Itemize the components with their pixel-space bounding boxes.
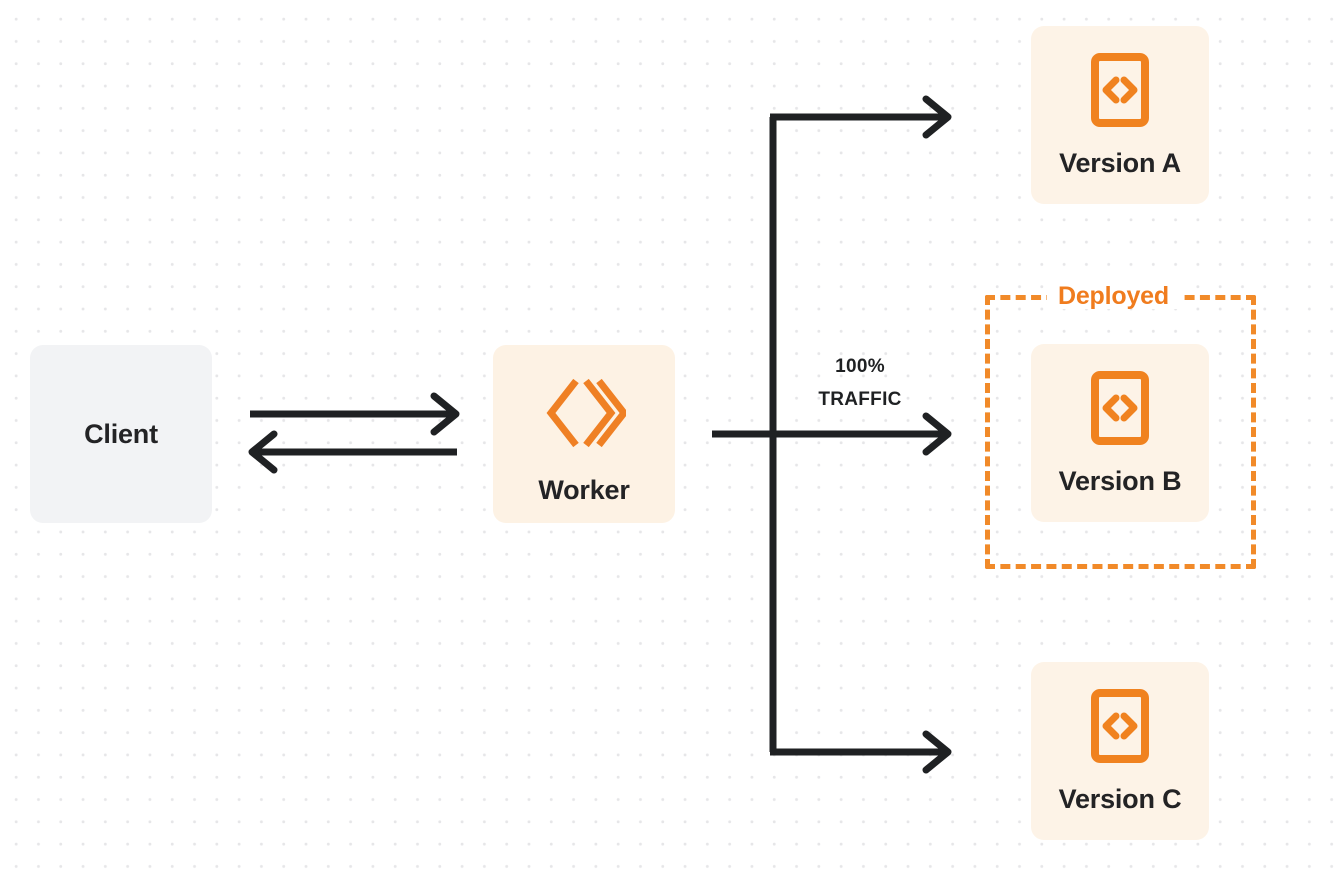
node-version-c[interactable]: Version C	[1031, 662, 1209, 840]
traffic-percentage-label: 100% TRAFFIC	[790, 350, 930, 416]
code-brackets-document-icon	[1090, 52, 1150, 128]
traffic-percent-value: 100%	[835, 356, 885, 377]
node-version-b[interactable]: Version B	[1031, 344, 1209, 522]
cloudflare-workers-logo-icon	[542, 371, 629, 455]
node-version-a-label: Version A	[1059, 148, 1181, 178]
traffic-percent-caption: TRAFFIC	[818, 389, 902, 410]
code-brackets-document-icon	[1090, 370, 1150, 446]
node-worker[interactable]: Worker	[493, 345, 675, 523]
code-brackets-document-icon	[1090, 688, 1150, 764]
edge-trunk-to-version-a	[770, 95, 952, 139]
node-version-b-label: Version B	[1058, 466, 1182, 496]
deployed-group-label: Deployed	[1047, 283, 1180, 309]
node-client-label: Client	[84, 418, 158, 449]
node-version-a[interactable]: Version A	[1031, 26, 1209, 204]
edge-worker-to-client	[248, 430, 457, 474]
node-worker-label: Worker	[538, 475, 630, 505]
edge-trunk-to-version-c	[770, 730, 952, 774]
node-version-c-label: Version C	[1058, 784, 1182, 814]
edge-client-to-worker	[250, 392, 460, 436]
edge-trunk-to-version-b	[770, 412, 952, 456]
node-client[interactable]: Client	[30, 345, 212, 523]
